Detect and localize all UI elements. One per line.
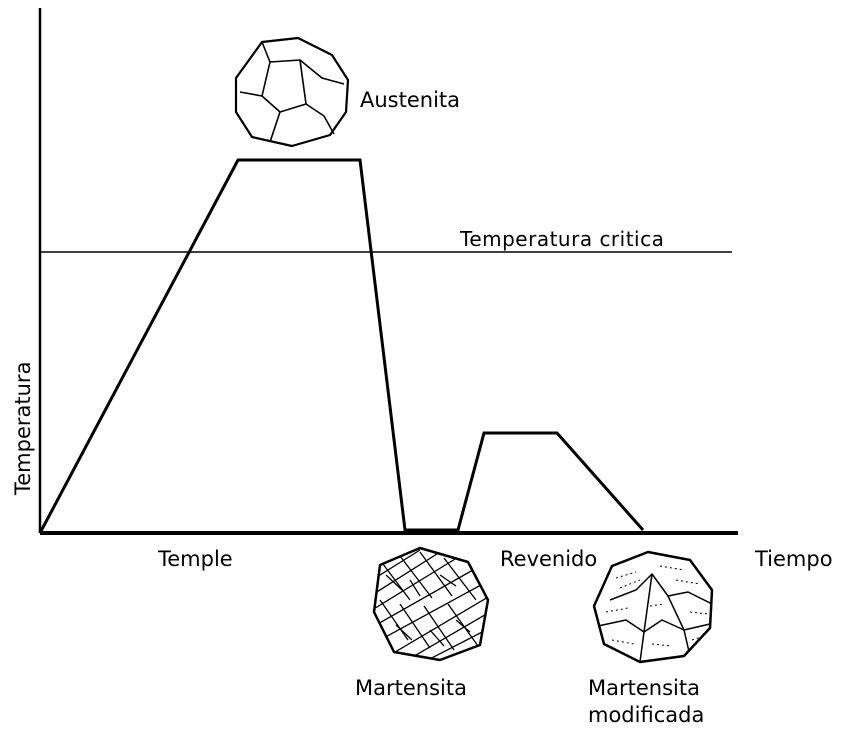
austenita-grain-icon bbox=[236, 38, 348, 146]
martensita-modificada-label-line1: Martensita bbox=[588, 676, 700, 700]
temple-label: Temple bbox=[157, 547, 233, 571]
y-axis-label: Temperatura bbox=[11, 362, 35, 496]
martensita-modificada-grain-icon bbox=[594, 552, 712, 662]
martensita-modificada-label-line2: modificada bbox=[588, 703, 704, 727]
process-curve bbox=[40, 160, 643, 533]
martensita-label: Martensita bbox=[355, 676, 467, 700]
axes bbox=[40, 8, 738, 533]
critical-temperature-label: Temperatura critica bbox=[459, 227, 664, 251]
revenido-label: Revenido bbox=[500, 547, 597, 571]
austenita-label: Austenita bbox=[360, 88, 460, 112]
martensita-grain-icon bbox=[372, 548, 490, 664]
x-axis-label: Tiempo bbox=[754, 547, 833, 571]
